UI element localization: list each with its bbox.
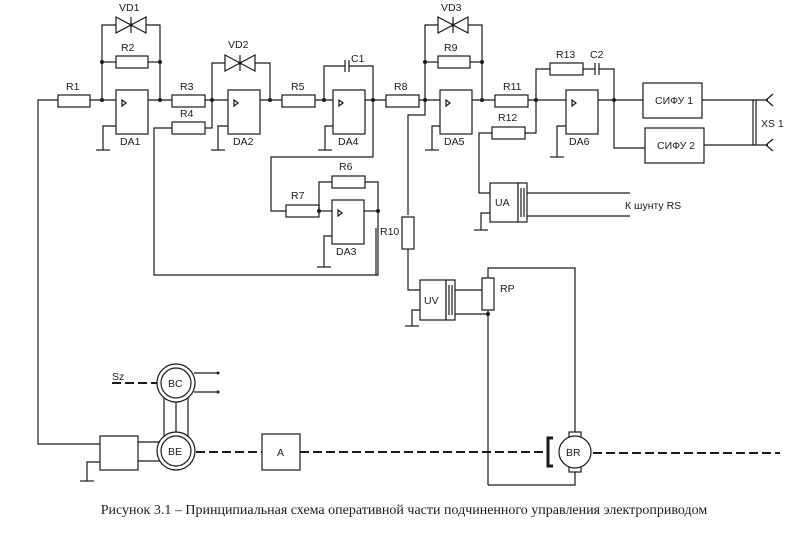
resistor-r5: R5 — [281, 81, 333, 108]
sifu2-block: СИФУ 2 — [644, 127, 705, 164]
svg-text:R2: R2 — [121, 42, 135, 54]
svg-text:UA: UA — [495, 197, 510, 209]
opamp-da3: DA3 — [316, 199, 365, 268]
opamp-da1: DA1 — [95, 89, 149, 151]
svg-text:DA6: DA6 — [569, 136, 590, 148]
converter-block — [79, 435, 162, 482]
tachogenerator-br: BR — [546, 431, 592, 473]
opamp-da5: DA5 — [424, 89, 473, 151]
diode-vd2: VD2 — [224, 39, 256, 72]
svg-text:C1: C1 — [351, 53, 365, 65]
resistor-r7: R7 — [285, 190, 332, 218]
svg-text:R9: R9 — [444, 42, 458, 54]
potentiometer-rp: RP — [481, 267, 576, 485]
svg-text:R11: R11 — [503, 81, 522, 93]
svg-text:R1: R1 — [66, 81, 80, 93]
selsyn-bc: BC — [156, 363, 220, 403]
sz-label: Sz — [112, 371, 124, 383]
connector-xs1: XS 1 — [752, 93, 784, 152]
resistor-r2: R2 — [115, 42, 149, 69]
shunt-label: К шунту RS — [625, 200, 681, 212]
svg-text:BC: BC — [168, 378, 183, 390]
svg-text:R12: R12 — [498, 112, 517, 124]
svg-text:СИФУ 1: СИФУ 1 — [655, 95, 693, 107]
ua-sensor: UA — [473, 182, 630, 231]
svg-text:R10: R10 — [380, 226, 399, 238]
svg-text:XS 1: XS 1 — [761, 118, 784, 130]
resistor-r8: R8 — [385, 81, 440, 108]
resistor-r3: R3 — [171, 81, 228, 108]
opamp-da4: DA4 — [317, 89, 366, 151]
capacitor-c2: C2 — [590, 49, 615, 100]
svg-text:DA5: DA5 — [444, 136, 465, 148]
selsyn-be: BE — [156, 431, 196, 471]
input-wire — [37, 99, 58, 420]
svg-text:BR: BR — [566, 447, 581, 459]
svg-text:VD2: VD2 — [228, 39, 249, 51]
diode-vd3: VD3 — [437, 2, 469, 34]
svg-text:DA3: DA3 — [336, 246, 357, 258]
svg-text:R7: R7 — [291, 190, 305, 202]
opamp-da6: DA6 — [549, 89, 599, 158]
svg-text:R13: R13 — [556, 49, 575, 61]
figure-caption: Рисунок 3.1 – Принципиальная схема опера… — [100, 503, 708, 518]
resistor-r12: R12 — [478, 100, 537, 194]
svg-text:C2: C2 — [590, 49, 604, 61]
svg-text:BE: BE — [168, 446, 182, 458]
svg-text:СИФУ 2: СИФУ 2 — [657, 140, 695, 152]
svg-text:DA4: DA4 — [338, 136, 359, 148]
resistor-r10: R10 — [380, 216, 420, 291]
diode-vd1: VD1 — [115, 2, 147, 34]
resistor-r4: R4 — [153, 100, 377, 276]
resistor-r13: R13 — [549, 49, 595, 76]
resistor-r9: R9 — [437, 42, 471, 69]
svg-text:UV: UV — [424, 295, 439, 307]
svg-text:R4: R4 — [180, 108, 194, 120]
svg-text:R6: R6 — [339, 161, 353, 173]
capacitor-c1: C1 — [344, 53, 374, 100]
resistor-r11: R11 — [494, 81, 566, 108]
svg-text:RP: RP — [500, 283, 515, 295]
svg-text:R5: R5 — [291, 81, 305, 93]
svg-text:R3: R3 — [180, 81, 194, 93]
sifu1-block: СИФУ 1 — [642, 82, 703, 119]
svg-text:DA2: DA2 — [233, 136, 254, 148]
svg-text:VD3: VD3 — [441, 2, 462, 14]
svg-text:VD1: VD1 — [119, 2, 140, 14]
uv-sensor: UV — [404, 279, 488, 327]
opamp-da2: DA2 — [210, 89, 261, 151]
svg-text:DA1: DA1 — [120, 136, 141, 148]
svg-text:R8: R8 — [394, 81, 408, 93]
svg-text:A: A — [277, 447, 284, 459]
resistor-r1: R1 — [57, 81, 117, 108]
resistor-r6: R6 — [331, 161, 379, 211]
block-a: A — [261, 433, 301, 471]
